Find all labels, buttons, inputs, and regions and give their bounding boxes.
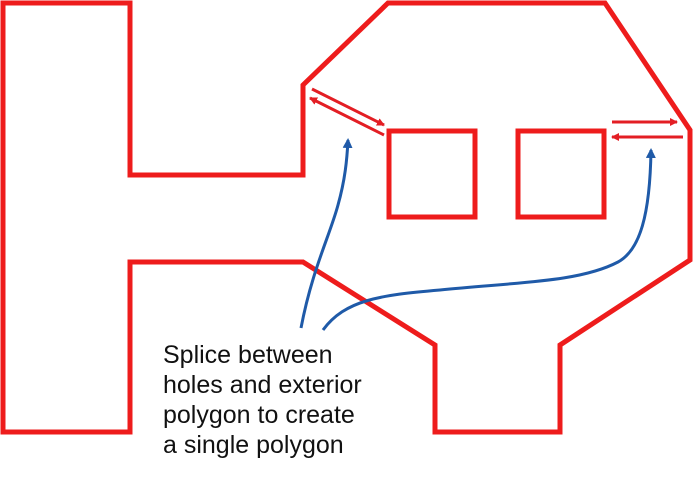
caption-line-2: holes and exterior (163, 371, 362, 399)
annotation-arrow-left (299, 138, 353, 329)
splice-left-bottom (309, 96, 385, 137)
caption-line-4: a single polygon (163, 431, 344, 459)
hole-left (386, 128, 478, 220)
caption-line-1: Splice between (163, 341, 333, 369)
caption-line-3: polygon to create (163, 401, 355, 429)
splice-left-top (311, 87, 385, 127)
exterior-polygon (0, 0, 693, 435)
hole-right (515, 128, 607, 220)
caption: Splice between holes and exterior polygo… (163, 340, 423, 460)
annotation-arrow-right (321, 148, 656, 331)
